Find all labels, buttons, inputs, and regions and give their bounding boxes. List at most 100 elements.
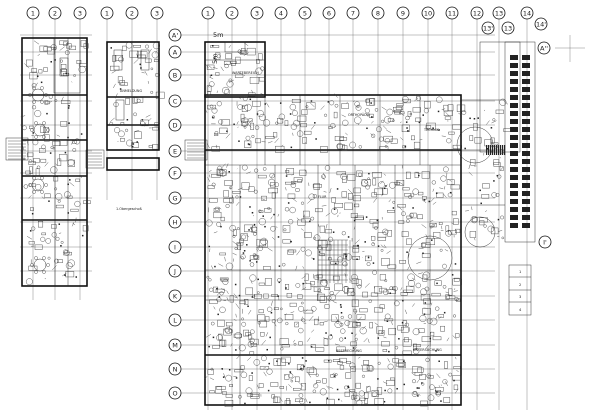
grid-bubble-row-B: B [168,68,182,82]
svg-text:J: J [173,267,176,275]
grid-bubble-col-11: 11 [445,6,459,20]
svg-text:2: 2 [53,9,57,17]
grid-bubble-mid-col-3: 3 [150,6,164,20]
svg-text:6: 6 [327,9,331,17]
svg-text:1: 1 [206,9,210,17]
note-mid-wing: 1.Obergeschoß [116,207,142,211]
svg-text:4: 4 [279,9,283,17]
svg-text:2: 2 [130,9,134,17]
legend-number-3: 3 [519,295,521,299]
legend-number-2: 2 [519,283,521,287]
grid-bubble-left-col-1: 1 [26,6,40,20]
svg-text:K: K [173,292,178,300]
svg-text:14: 14 [523,9,531,17]
svg-text:A'': A'' [540,44,548,52]
svg-text:I: I [174,243,176,251]
svg-text:13': 13' [483,24,493,32]
grid-bubble-row-A-double-prime: A'' [537,41,551,55]
grid-bubble-row-N: N [168,362,182,376]
svg-text:C: C [173,97,178,105]
grid-bubble-col-14-prime: 14' [534,17,548,31]
svg-text:M: M [172,341,178,349]
grid-bubble-col-7: 7 [346,6,360,20]
svg-text:O: O [172,389,177,397]
svg-text:H: H [173,218,178,226]
grid-bubble-col-13: 13 [492,6,506,20]
svg-text:13: 13 [495,9,503,17]
svg-text:G: G [172,194,177,202]
svg-text:3: 3 [155,9,159,17]
note-room-g: UNTERSUCHUNG [413,348,442,352]
grid-bubble-col-12: 12 [470,6,484,20]
grid-bubble-col-4: 4 [274,6,288,20]
svg-text:A': A' [172,31,178,39]
grid-bubble-row-J: J [168,264,182,278]
legend-number-4: 4 [519,308,522,312]
grid-bubble-col-9: 9 [396,6,410,20]
legend-number-1: 1 [519,270,521,274]
grid-bubble-row-O: O [168,386,182,400]
grid-bubble-row-C: C [168,94,182,108]
svg-text:E: E [173,147,177,155]
grid-bubble-left-col-2: 2 [48,6,62,20]
svg-text:3: 3 [78,9,82,17]
grid-bubble-row-F: F [168,166,182,180]
grid-bubble-row-L: L [168,313,182,327]
svg-text:5: 5 [303,9,307,17]
svg-text:9: 9 [401,9,405,17]
grid-bubble-row-M: M [168,338,182,352]
grid-bubble-mid-col-2: 2 [125,6,139,20]
grid-bubble-row-K: K [168,289,182,303]
note-room-f: ANMELDUNG [120,89,142,93]
grid-bubble-col-13-prime: 13' [481,21,495,35]
note-room-e: BESPRECHUNG [336,349,362,353]
svg-text:12: 12 [473,9,481,17]
grid-bubble-row-E: E [168,144,182,158]
svg-text:D: D [172,121,177,129]
grid-bubble-row-A: A [168,45,182,59]
walls [5,37,536,406]
svg-text:2: 2 [230,9,234,17]
svg-text:3: 3 [255,9,259,17]
grid-bubble-row-G: G [168,191,182,205]
legend-table: 1 2 3 4 [508,264,532,316]
svg-text:B: B [173,71,177,79]
svg-text:7: 7 [351,9,355,17]
grid-bubble-row-I: I [168,240,182,254]
furniture-symbols [20,40,511,407]
grid-bubble-col-13b: 13 [501,21,515,35]
grid-bubble-col-8: 8 [371,6,385,20]
grid-bubble-col-3: 3 [250,6,264,20]
grid-bubble-row-A-prime: A' [168,28,182,42]
grid-bubble-row-H: H [168,215,182,229]
grid-bubble-col-6: 6 [322,6,336,20]
dimension-label-vertical: 5m [211,54,219,64]
grid-bubble-col-14: 14 [520,6,534,20]
note-room-c: TECHNIK [423,128,440,132]
svg-text:A: A [173,48,178,56]
grid-bubble-col-2: 2 [225,6,239,20]
note-room-d: WARTEBEREICH [232,71,259,75]
svg-text:14': 14' [536,20,546,28]
svg-text:L: L [173,316,177,324]
svg-text:1: 1 [105,9,109,17]
grid-bubble-mid-col-1: 1 [100,6,114,20]
grid-bubble-row-D: D [168,118,182,132]
grid-bubble-row-I-prime: I' [538,235,552,249]
svg-text:13: 13 [504,24,512,32]
svg-text:11: 11 [448,9,456,17]
svg-text:10: 10 [424,9,432,17]
svg-text:8: 8 [376,9,380,17]
note-room-b: FLUR [318,195,327,199]
note-room-a: ORTHOPÄDIE [348,112,370,117]
grid-bubble-col-5: 5 [298,6,312,20]
svg-text:1: 1 [31,9,35,17]
svg-text:N: N [173,365,178,373]
dimension-label-horizontal: 5m [213,31,223,39]
grid-bubble-col-10: 10 [421,6,435,20]
grid-lines [20,19,585,410]
svg-text:I': I' [543,238,547,246]
grid-bubble-left-col-3: 3 [73,6,87,20]
